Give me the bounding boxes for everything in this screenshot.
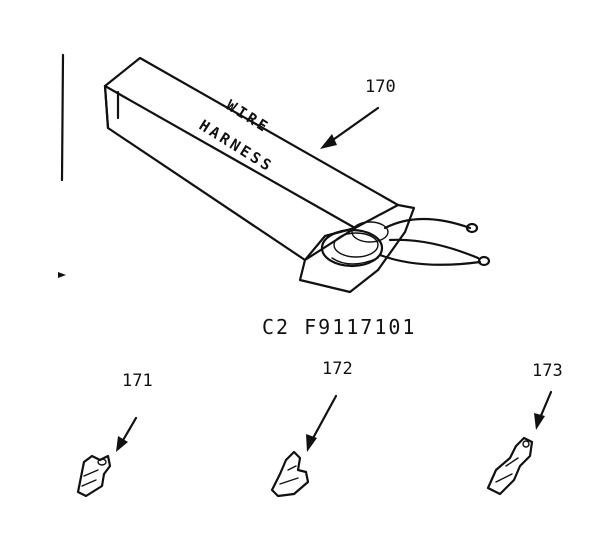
wire-lead-lower xyxy=(378,253,482,266)
callout-173: 173 xyxy=(532,361,563,381)
terminal-173-eye xyxy=(522,440,530,448)
terminal-173-body xyxy=(486,436,534,496)
box-end-edge xyxy=(103,84,110,130)
wire-coil-inner xyxy=(351,221,389,243)
wire-coil-mid xyxy=(333,232,379,258)
terminal-171-eye xyxy=(97,458,107,466)
wire-lead-middle xyxy=(388,238,480,260)
callout-170: 170 xyxy=(365,77,396,97)
model-number: C2 F9117101 xyxy=(262,315,416,339)
box-top-face xyxy=(103,56,400,230)
callout-173-arrowhead xyxy=(534,413,545,430)
terminal-173-crimp xyxy=(495,457,519,483)
callout-172: 172 xyxy=(322,359,353,379)
terminal-172 xyxy=(270,450,310,498)
wire-terminal-lower xyxy=(477,255,491,267)
callout-170-arrow-line xyxy=(328,106,380,144)
callout-173-arrow-line xyxy=(538,390,553,420)
wire-lead-upper xyxy=(383,217,472,230)
callout-170-arrowhead xyxy=(320,134,337,149)
callout-172-arrowhead xyxy=(306,434,317,452)
callout-171-arrow-line xyxy=(120,416,138,444)
terminal-171-body xyxy=(76,454,112,498)
terminal-173 xyxy=(486,436,534,496)
callout-171-arrowhead xyxy=(116,436,128,452)
terminal-172-body xyxy=(270,450,310,498)
terminal-171-crimp xyxy=(81,469,99,487)
callout-171: 171 xyxy=(122,371,153,391)
margin-line xyxy=(60,53,65,182)
terminal-171 xyxy=(76,454,112,498)
wire-coil-lower xyxy=(331,257,379,265)
margin-tick xyxy=(58,272,66,278)
wire-harness-box: WIRE HARNESS xyxy=(103,56,491,294)
callout-172-arrow-line xyxy=(310,394,338,442)
wire-terminal-upper xyxy=(465,222,479,234)
terminal-172-crimp xyxy=(279,465,299,485)
